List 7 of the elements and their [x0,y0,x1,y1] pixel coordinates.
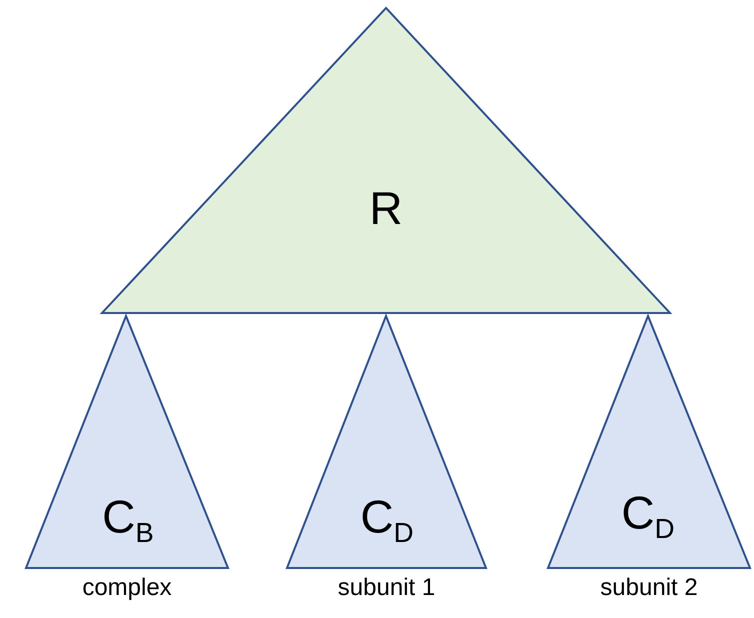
node-label: subunit 1 [338,574,436,602]
node-label: C$_{D}$ [360,493,414,547]
node-label: C$_{D}$ [621,489,675,543]
node-label: C$_{B}$ [102,493,154,547]
node-label: complex [82,574,172,602]
node-label: subunit 2 [600,574,698,602]
node-label: R [369,185,403,231]
